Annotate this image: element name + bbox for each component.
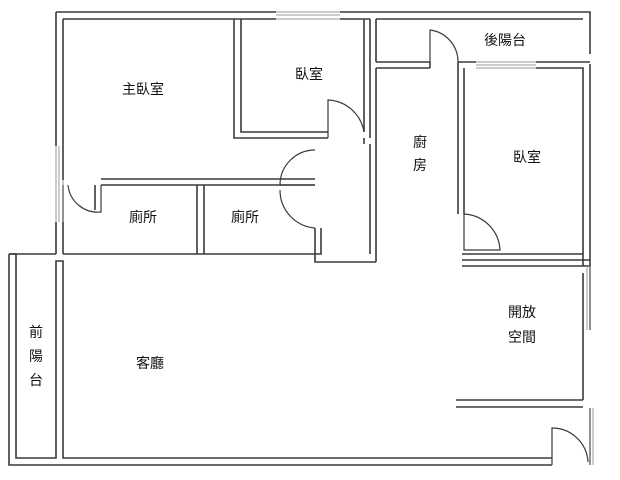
door-bath-mid [279,189,316,229]
label-kitchen-1: 廚 [413,134,427,151]
wall-kitchen-left [370,68,377,263]
wall-bedroom-right [457,61,590,266]
window-right [586,266,591,330]
wall-outer-left [55,12,64,254]
label-front-balcony-3: 台 [29,373,43,389]
wall-right-lower [456,266,591,465]
wall-bedroom-top-right [363,19,371,254]
wall-bathroom-top [101,178,315,186]
door-master [327,99,365,138]
window-bottom-right [589,408,594,465]
label-toilet-right: 廁所 [231,209,259,226]
door-bath-left [67,184,102,213]
door-bath-right [279,149,316,186]
label-front-balcony-2: 陽 [29,349,43,365]
windows [55,11,594,465]
room-labels: 主臥室 臥室 臥室 廚 房 後陽台 廁所 廁所 客廳 開放 空間 前 陽 台 [29,33,541,389]
label-living-room: 客廳 [136,355,164,372]
label-master-bedroom: 主臥室 [122,81,164,98]
wall-back-balcony [375,19,431,68]
door-kitchen [429,29,459,63]
window-left [55,146,64,222]
wall-outer-top [56,11,591,267]
label-open-space-2: 空間 [508,330,536,346]
label-bedroom-top: 臥室 [295,66,323,83]
wall-master-right [233,19,328,139]
door-bedroom-right [463,213,501,251]
wall-living-outer [9,228,370,263]
wall-kitchen-top [376,61,430,69]
label-toilet-left: 廁所 [129,209,157,226]
wall-bathroom-left [62,185,96,222]
window-top [276,11,340,20]
doors [67,29,589,465]
wall-bedroom-right-bottom [462,253,590,261]
label-front-balcony-1: 前 [29,324,43,341]
wall-living-bottom [8,253,552,466]
wall-bathroom-mid [196,185,205,254]
label-kitchen-2: 房 [413,158,427,174]
label-bedroom-right: 臥室 [513,149,541,166]
label-open-space-1: 開放 [508,305,536,321]
door-entry [551,427,589,465]
label-back-balcony: 後陽台 [484,33,526,49]
window-back-balcony [476,61,536,69]
